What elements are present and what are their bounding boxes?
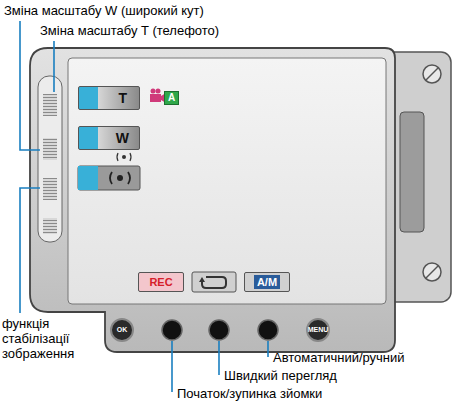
button-label: REC [149,276,172,288]
callout-label: Зміна масштабу W (широкий кут) [4,3,204,18]
zoom-wide-button: W [78,126,140,150]
leader-line [267,341,269,357]
ok-button [111,319,133,341]
hardware-button [162,320,182,340]
sensor-knurl [43,138,57,160]
callout-label: Зміна масштабу T (телефото) [40,23,219,38]
hardware-button [209,320,229,340]
button-text: OK [111,325,133,335]
stabilizer-button [78,166,140,190]
sensor-knurl [43,218,57,234]
screw [423,263,441,281]
callout-label: функція стабілізації зображення [2,316,102,361]
callout-label: Швидкий перегляд [224,368,337,383]
rec-tab: REC [138,272,184,292]
button-label: W [116,130,129,146]
button-accent [78,166,98,190]
lcd-frame [30,48,395,352]
screw [423,65,441,83]
hardware-button [258,320,278,340]
lcd-screen [68,58,386,304]
callout-label: Початок/зупинка зйомки [177,386,322,401]
leader-line [218,341,220,375]
callout-label: Автоматичний/ручний [273,350,405,365]
leader-line [171,341,173,392]
touch-sensor [38,76,62,242]
auto-manual-tab: A/M [244,272,290,292]
leader-line [20,188,40,313]
sensor-knurl [43,178,57,200]
playback-tab [192,272,236,292]
sensor-knurl [43,94,57,116]
leader-line [20,21,40,150]
button-text: MENU [305,325,331,335]
leader-line [53,41,55,92]
auto-mode-icon: A [164,91,179,105]
status-icon [122,155,126,159]
button-label: T [118,90,127,106]
zoom-tele-button: T [78,86,140,110]
button-label: A/M [254,275,280,289]
hinge-bracket [400,112,424,232]
video-mode-icon [150,94,161,102]
